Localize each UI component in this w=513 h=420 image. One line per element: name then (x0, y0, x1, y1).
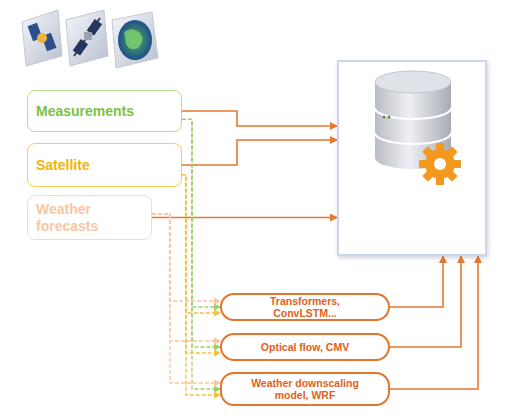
dashed-connector (182, 119, 220, 389)
model-pill: Transformers, ConvLSTM... (220, 293, 390, 321)
earth-icon (112, 12, 158, 68)
dashed-connector (182, 119, 220, 347)
arrow-connector (390, 256, 478, 389)
source-box: Satellite (27, 143, 182, 187)
node-label: Weather downscaling model, WRF (243, 377, 368, 401)
dashed-connector (182, 119, 220, 307)
node-label: Transformers, ConvLSTM... (243, 295, 368, 319)
model-pill: Optical flow, CMV (220, 333, 390, 361)
dashed-connector (152, 214, 220, 301)
arrow-connector (182, 140, 337, 165)
node-label: Optical flow, CMV (261, 341, 349, 353)
dashed-connector (152, 214, 220, 383)
satellite-icon (66, 10, 108, 66)
dashed-connector (182, 175, 220, 395)
arrow-connector (390, 256, 443, 307)
dashed-connector (182, 175, 220, 313)
database-box (337, 60, 487, 256)
dashed-connector (182, 175, 220, 353)
source-box: Measurements (27, 90, 182, 132)
node-label: Measurements (36, 103, 134, 120)
arrow-connector (390, 256, 461, 347)
arrow-connector (152, 217, 337, 219)
arrow-connector (182, 111, 337, 126)
model-pill: Weather downscaling model, WRF (220, 372, 390, 406)
dashed-connector (152, 214, 220, 341)
source-box: Weather forecasts (27, 195, 152, 240)
satellite-icon (22, 10, 62, 66)
node-label: Weather forecasts (36, 201, 143, 235)
node-label: Satellite (36, 157, 90, 174)
